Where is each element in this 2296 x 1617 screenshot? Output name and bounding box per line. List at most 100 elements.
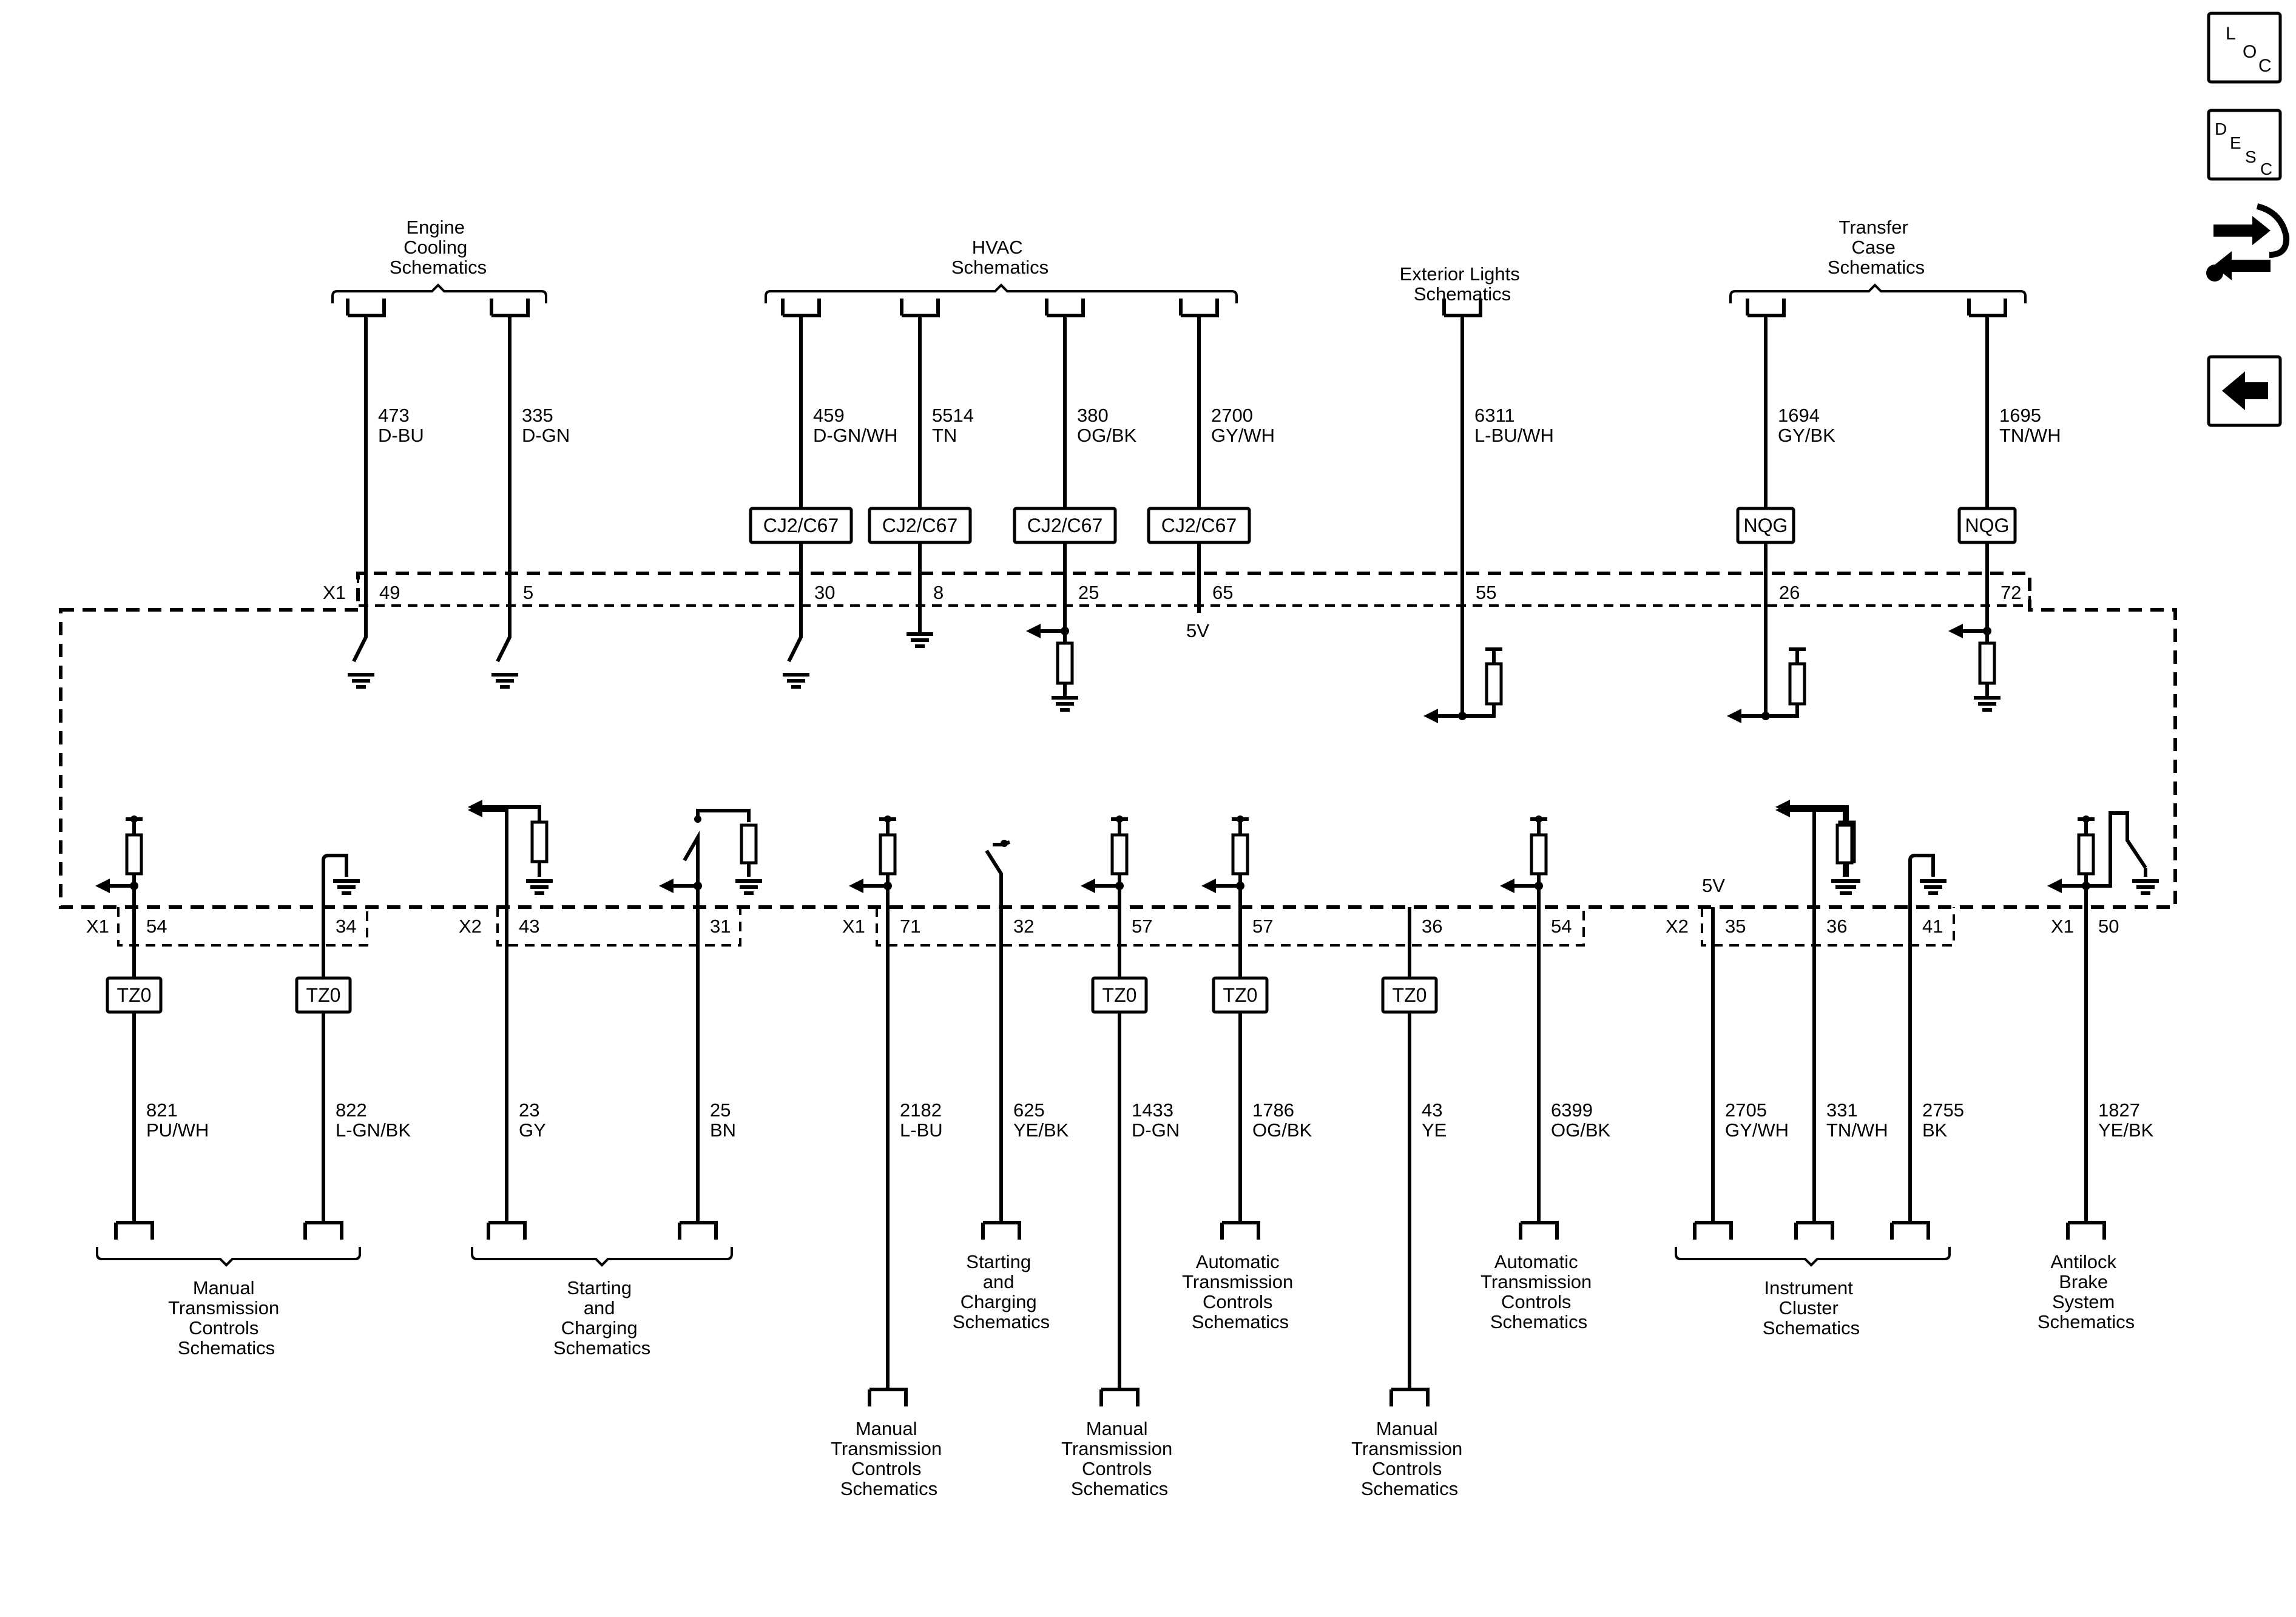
connector-labels: X1 X1 X2 X1 X2 X1: [86, 582, 2074, 937]
circuit-number: 1695: [1999, 405, 2041, 426]
desc-button[interactable]: D E S C: [2207, 109, 2282, 181]
top-group-label: Transfer Case Schematics: [1828, 217, 1925, 278]
inline-connector-box: NQG: [1965, 515, 2010, 536]
pin-number: 8: [933, 582, 944, 603]
pin-number: 36: [1826, 916, 1847, 937]
pin-number: 32: [1013, 916, 1034, 937]
voltage-note: 5V: [1186, 620, 1209, 641]
pin-number: 71: [900, 916, 920, 937]
circuit-number: 2755: [1922, 1099, 1964, 1121]
wire-color: GY/BK: [1778, 425, 1835, 446]
bottom-group-label: Instrument Cluster Schematics: [1763, 1277, 1860, 1338]
circuit-number: 459: [813, 405, 845, 426]
wire-color: L-BU: [900, 1119, 943, 1141]
wire-color: BN: [710, 1119, 736, 1141]
wire-color: OG/BK: [1252, 1119, 1312, 1141]
desc-letter: C: [2260, 160, 2272, 178]
bottom-connector-strips: [117, 907, 1955, 947]
wire-color: TN/WH: [1999, 425, 2061, 446]
circuit-number: 380: [1077, 405, 1109, 426]
pin-number: 41: [1922, 916, 1943, 937]
inline-connector-box: CJ2/C67: [763, 515, 839, 536]
wire-color: L-BU/WH: [1474, 425, 1554, 446]
circuit-number: 5514: [932, 405, 974, 426]
circuit-number: 23: [519, 1099, 539, 1121]
top-group-label: HVAC Schematics: [951, 237, 1048, 278]
pin-number: 57: [1132, 916, 1152, 937]
inline-connector-box: TZ0: [1393, 984, 1427, 1006]
circuit-number: 625: [1013, 1099, 1045, 1121]
pin-number: 65: [1212, 582, 1233, 603]
wire-color: D-GN: [522, 425, 570, 446]
back-button[interactable]: [2207, 355, 2282, 427]
bottom-group-label: Manual Transmission Controls Schematics: [168, 1277, 285, 1359]
connector-label: X2: [459, 916, 482, 937]
wire-color: OG/BK: [1077, 425, 1137, 446]
circuit-number: 473: [378, 405, 410, 426]
desc-letter: D: [2215, 120, 2227, 138]
pin-number: 54: [1551, 916, 1572, 937]
wire-color: L-GN/BK: [336, 1119, 411, 1141]
loc-letter: O: [2243, 42, 2257, 62]
circuit-number: 331: [1826, 1099, 1858, 1121]
circuit-number: 2705: [1725, 1099, 1767, 1121]
pin-number: 55: [1476, 582, 1496, 603]
wire-color: D-GN/WH: [813, 425, 897, 446]
wire-color: YE/BK: [2098, 1119, 2154, 1141]
inline-connector-box: NQG: [1744, 515, 1788, 536]
inline-connector-box: CJ2/C67: [1161, 515, 1237, 536]
bottom-group-label: Starting and Charging Schematics: [953, 1251, 1050, 1332]
loc-letter: C: [2258, 56, 2272, 76]
inline-connector-box: TZ0: [1102, 984, 1137, 1006]
pin-number: 35: [1725, 916, 1746, 937]
circuit-number: 6399: [1551, 1099, 1593, 1121]
top-group-braces: [331, 283, 2027, 303]
wire-color: D-BU: [378, 425, 424, 446]
loc-button[interactable]: L O C: [2207, 12, 2282, 84]
pin-number: 57: [1252, 916, 1273, 937]
bottom-group-label: Automatic Transmission Controls Schemati…: [1182, 1251, 1298, 1332]
bottom-group-label: Automatic Transmission Controls Schemati…: [1481, 1251, 1597, 1332]
wire-color: BK: [1922, 1119, 1948, 1141]
circuit-number: 2700: [1211, 405, 1253, 426]
wire-color: GY/WH: [1211, 425, 1275, 446]
left-arrow-icon: [2222, 371, 2268, 410]
inline-connector-box: TZ0: [117, 984, 152, 1006]
pin-number: 34: [336, 916, 356, 937]
extra-branches: [468, 803, 1858, 915]
circuit-number: 1827: [2098, 1099, 2140, 1121]
desc-letter: S: [2245, 147, 2257, 166]
inline-connector-box: TZ0: [306, 984, 341, 1006]
bottom-group-label: Manual Transmission Controls Schematics: [1351, 1418, 1468, 1499]
connector-label: X1: [842, 916, 865, 937]
bottom-group-label: Antilock Brake System Schematics: [2038, 1251, 2135, 1332]
circuit-number: 1433: [1132, 1099, 1173, 1121]
wire-color: TN: [932, 425, 957, 446]
wire-color: D-GN: [1132, 1119, 1180, 1141]
pin-number: 26: [1779, 582, 1800, 603]
wire-color: YE/BK: [1013, 1119, 1069, 1141]
bottom-group-label: Starting and Charging Schematics: [553, 1277, 650, 1359]
circuit-number: 822: [336, 1099, 367, 1121]
pin-number: 25: [1078, 582, 1099, 603]
wrench-arrows-icon[interactable]: [2206, 203, 2290, 282]
